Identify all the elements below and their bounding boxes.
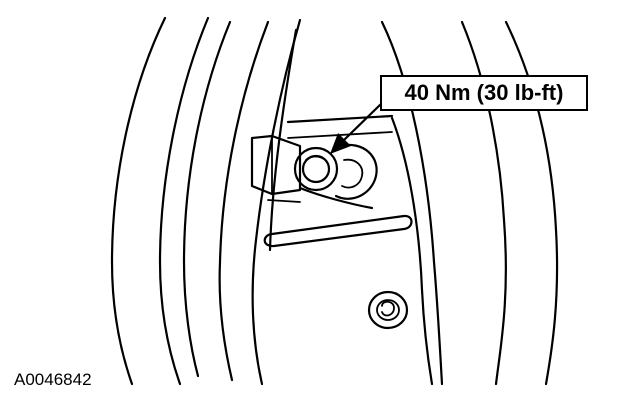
hinge-strap bbox=[250, 114, 394, 210]
plug-fastener bbox=[367, 290, 409, 330]
torque-callout: 40 Nm (30 lb-ft) bbox=[380, 75, 588, 111]
callout-arrowhead bbox=[330, 133, 351, 154]
torque-callout-label: 40 Nm (30 lb-ft) bbox=[404, 80, 564, 105]
callout-leader bbox=[330, 101, 384, 154]
lower-slot bbox=[263, 214, 413, 248]
door-panel-contours bbox=[110, 16, 302, 386]
hinge-bolt bbox=[293, 143, 378, 200]
figure-id: A0046842 bbox=[14, 370, 92, 389]
